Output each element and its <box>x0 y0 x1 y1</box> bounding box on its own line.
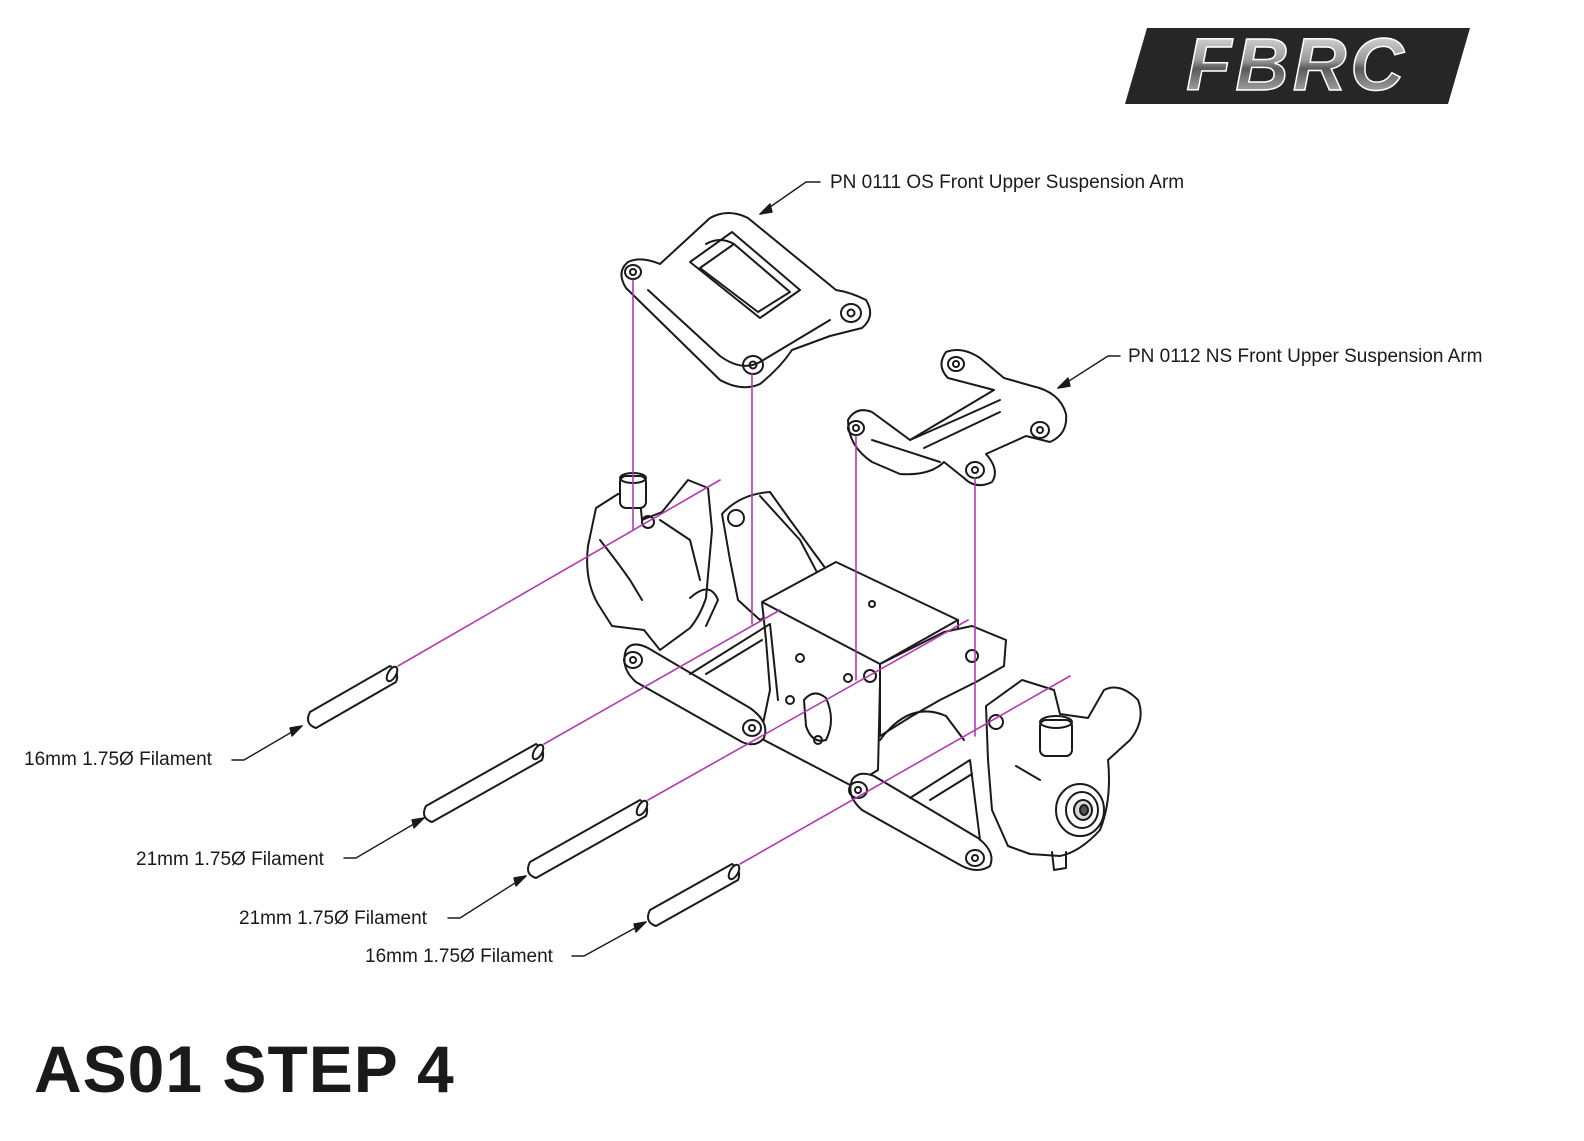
callout-filament-3: 21mm 1.75Ø Filament <box>239 908 427 929</box>
filament-pin-1 <box>307 665 399 729</box>
front-bulkhead-assembly <box>586 472 1142 871</box>
filament-pin-3 <box>527 799 649 879</box>
assembly-guide-lines <box>397 279 1071 865</box>
callout-ns-arm: PN 0112 NS Front Upper Suspension Arm <box>1128 346 1483 367</box>
filament-pin-2 <box>423 743 545 823</box>
callout-filament-2: 21mm 1.75Ø Filament <box>136 849 324 870</box>
callout-filament-1: 16mm 1.75Ø Filament <box>24 749 212 770</box>
ns-front-upper-suspension-arm <box>847 349 1068 487</box>
step-title: AS01 STEP 4 <box>34 1032 455 1106</box>
callout-filament-4: 16mm 1.75Ø Filament <box>365 946 553 967</box>
os-front-upper-suspension-arm <box>620 212 872 389</box>
logo-text: FBRC <box>1186 24 1408 106</box>
fbrc-logo: FBRC <box>1125 24 1470 106</box>
callout-os-arm: PN 0111 OS Front Upper Suspension Arm <box>830 172 1185 193</box>
filament-pin-4 <box>647 863 741 927</box>
callout-leaders <box>231 181 1121 957</box>
